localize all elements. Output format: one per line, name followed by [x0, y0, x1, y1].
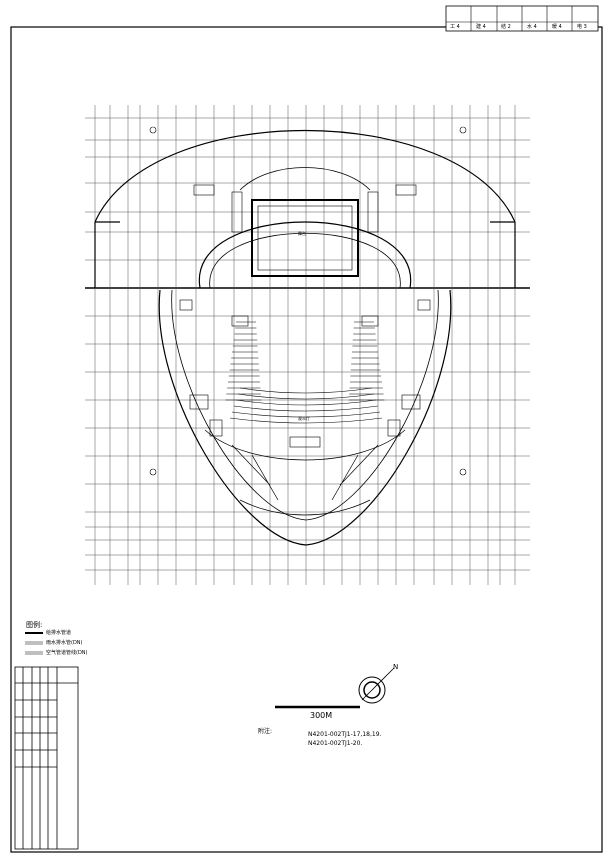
oval-building-outline — [158, 167, 452, 546]
north-arrow-label: N — [393, 663, 399, 671]
title-cell-6: 电 3 — [577, 24, 587, 30]
title-cell-4: 水 4 — [527, 24, 537, 30]
seating-label: 观众厅 — [298, 416, 310, 421]
legend-item-1: 给排水管道 — [46, 630, 72, 636]
revision-table — [14, 666, 79, 850]
notes-line-1: N4201-002TJ1-17,18,19. — [308, 731, 382, 738]
stairs-rooms — [149, 126, 467, 476]
outer-canopy-outline — [94, 130, 516, 288]
sheet-border — [10, 26, 603, 853]
lobby-arcs — [204, 429, 406, 516]
legend-symbols — [25, 632, 43, 655]
title-cell-3: 结 2 — [501, 24, 511, 30]
notes-label: 附注: — [258, 728, 273, 735]
title-block-table — [445, 5, 599, 32]
scale-bar-label: 300M — [310, 711, 333, 720]
legend-item-3: 空气管道管线(DN) — [46, 650, 88, 656]
title-cell-5: 暖 4 — [552, 24, 562, 30]
stage-label: 舞台 — [298, 231, 306, 236]
north-arrow-icon — [358, 667, 395, 704]
legend-heading: 图例: — [26, 621, 43, 629]
legend-item-2: 雨水排水管(DN) — [46, 640, 83, 646]
seating-block — [225, 321, 385, 424]
notes-line-2: N4201-002TJ1-20. — [308, 740, 363, 747]
stage — [251, 199, 359, 277]
title-cell-1: 工 4 — [450, 24, 460, 30]
grid-lines-vertical — [94, 105, 516, 585]
grid-lines-horizontal — [85, 117, 530, 571]
title-cell-2: 建 4 — [476, 24, 486, 30]
